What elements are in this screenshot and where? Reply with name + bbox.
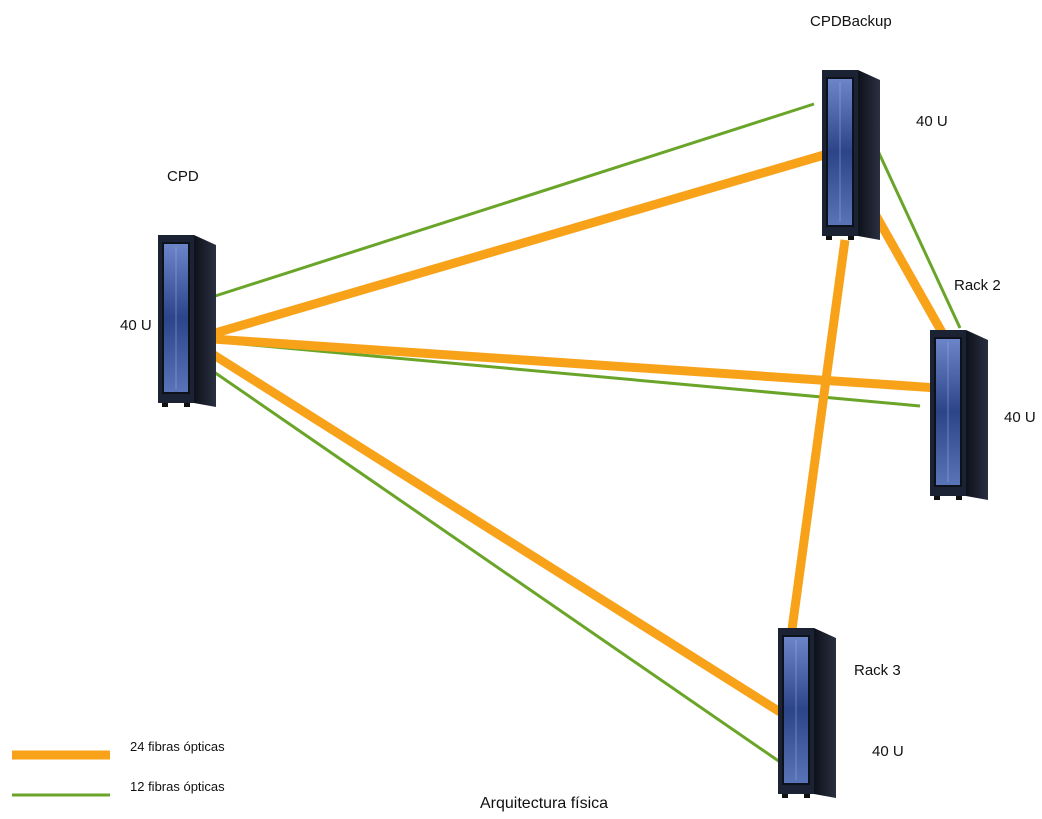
- diagram-caption: Arquitectura física: [480, 795, 608, 812]
- rack-rack2-side: [966, 330, 988, 500]
- rack-rack2-capacity: 40 U: [1004, 409, 1036, 426]
- link-cpd-rack2-fiber24: [197, 333, 939, 393]
- rack-cpd-name: CPD: [167, 168, 199, 185]
- rack-rack2-name: Rack 2: [954, 277, 1001, 294]
- rack-rack3-side: [814, 628, 836, 798]
- connection-lines: [183, 102, 962, 764]
- legend-label-fiber12: 12 fibras ópticas: [130, 779, 225, 794]
- rack-backup-side: [858, 70, 880, 240]
- link-backup-rack2-fiber24: [866, 202, 952, 346]
- rack-rack2: [930, 330, 988, 500]
- rack-cpd: [158, 235, 216, 407]
- rack-backup: [822, 70, 880, 240]
- rack-cpd-side: [194, 235, 216, 407]
- legend-label-fiber24: 24 fibras ópticas: [130, 739, 225, 754]
- link-cpd-rack3-fiber24: [195, 341, 783, 716]
- rack-rack3-capacity: 40 U: [872, 743, 904, 760]
- rack-backup-name: CPDBackup: [810, 13, 892, 30]
- rack-rack3: [778, 628, 836, 798]
- link-cpd-backup-fiber12: [183, 102, 815, 308]
- rack-backup-capacity: 40 U: [916, 113, 948, 130]
- rack-rack3-name: Rack 3: [854, 662, 901, 679]
- link-cpd-backup-fiber24: [203, 150, 826, 341]
- link-cpd-rack3-fiber12: [184, 350, 781, 764]
- link-backup-rack2-fiber12: [870, 137, 962, 329]
- rack-cpd-capacity: 40 U: [120, 317, 152, 334]
- link-backup-rack3-fiber24: [785, 239, 850, 645]
- legend: 24 fibras ópticas 12 fibras ópticas: [12, 739, 225, 797]
- link-cpd-rack2-fiber12: [197, 338, 921, 408]
